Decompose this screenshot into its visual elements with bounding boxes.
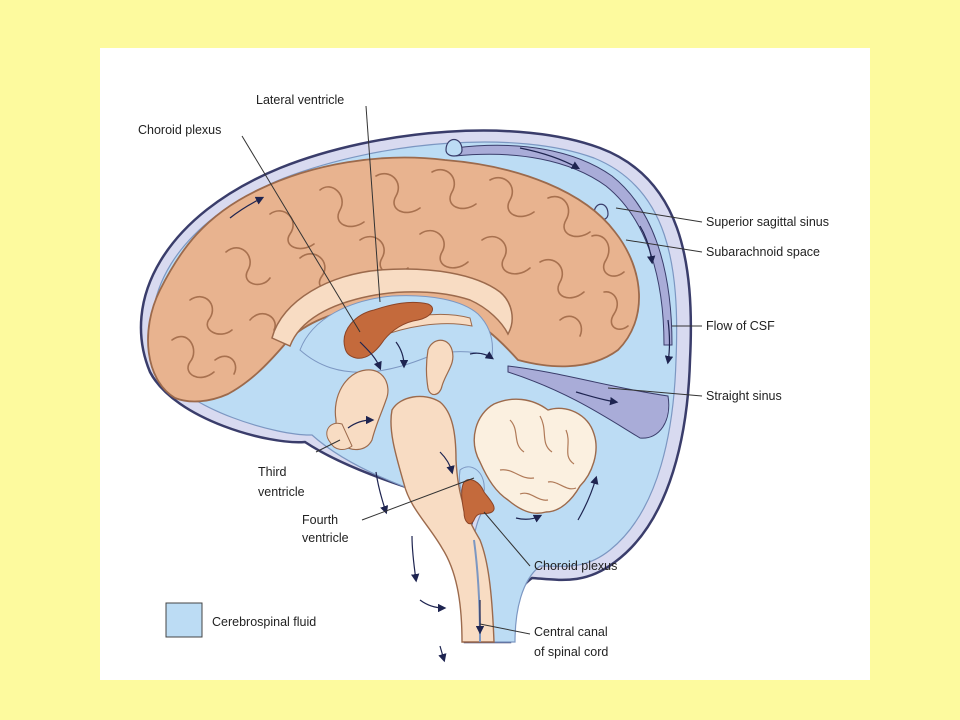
label-flow-of-csf: Flow of CSF bbox=[706, 319, 775, 333]
legend-swatch-csf bbox=[165, 602, 203, 638]
label-fourth-ventricle: ventricle bbox=[302, 531, 349, 545]
label-choroid-plexus-top: Choroid plexus bbox=[138, 123, 221, 137]
arachnoid-granulation bbox=[445, 138, 463, 157]
label-leaders bbox=[241, 105, 703, 635]
label-choroid-plexus-bottom: Choroid plexus bbox=[534, 559, 617, 573]
label-subarachnoid-space: Subarachnoid space bbox=[706, 245, 820, 259]
label-third-ventricle: ventricle bbox=[258, 485, 305, 499]
label-lateral-ventricle: Lateral ventricle bbox=[256, 93, 344, 107]
label-central-canal: Central canal bbox=[534, 625, 608, 639]
straight-sinus bbox=[507, 365, 670, 439]
label-fourth-ventricle: Fourth bbox=[302, 513, 338, 527]
label-superior-sagittal-sinus: Superior sagittal sinus bbox=[706, 215, 829, 229]
cerebellum-folia bbox=[499, 415, 577, 501]
choroid-plexus-top bbox=[343, 301, 433, 359]
brainstem-spinal-cord bbox=[390, 395, 495, 643]
corpus-callosum bbox=[271, 268, 513, 348]
csf-flow-arrows bbox=[229, 147, 674, 663]
label-third-ventricle: Third bbox=[258, 465, 287, 479]
superior-sagittal-sinus bbox=[454, 144, 673, 346]
label-straight-sinus: Straight sinus bbox=[706, 389, 782, 403]
legend-label: Cerebrospinal fluid bbox=[212, 615, 316, 629]
cerebellum bbox=[473, 398, 597, 514]
label-central-canal: of spinal cord bbox=[534, 645, 608, 659]
choroid-plexus-bottom bbox=[461, 479, 495, 525]
pineal-region bbox=[425, 339, 454, 396]
